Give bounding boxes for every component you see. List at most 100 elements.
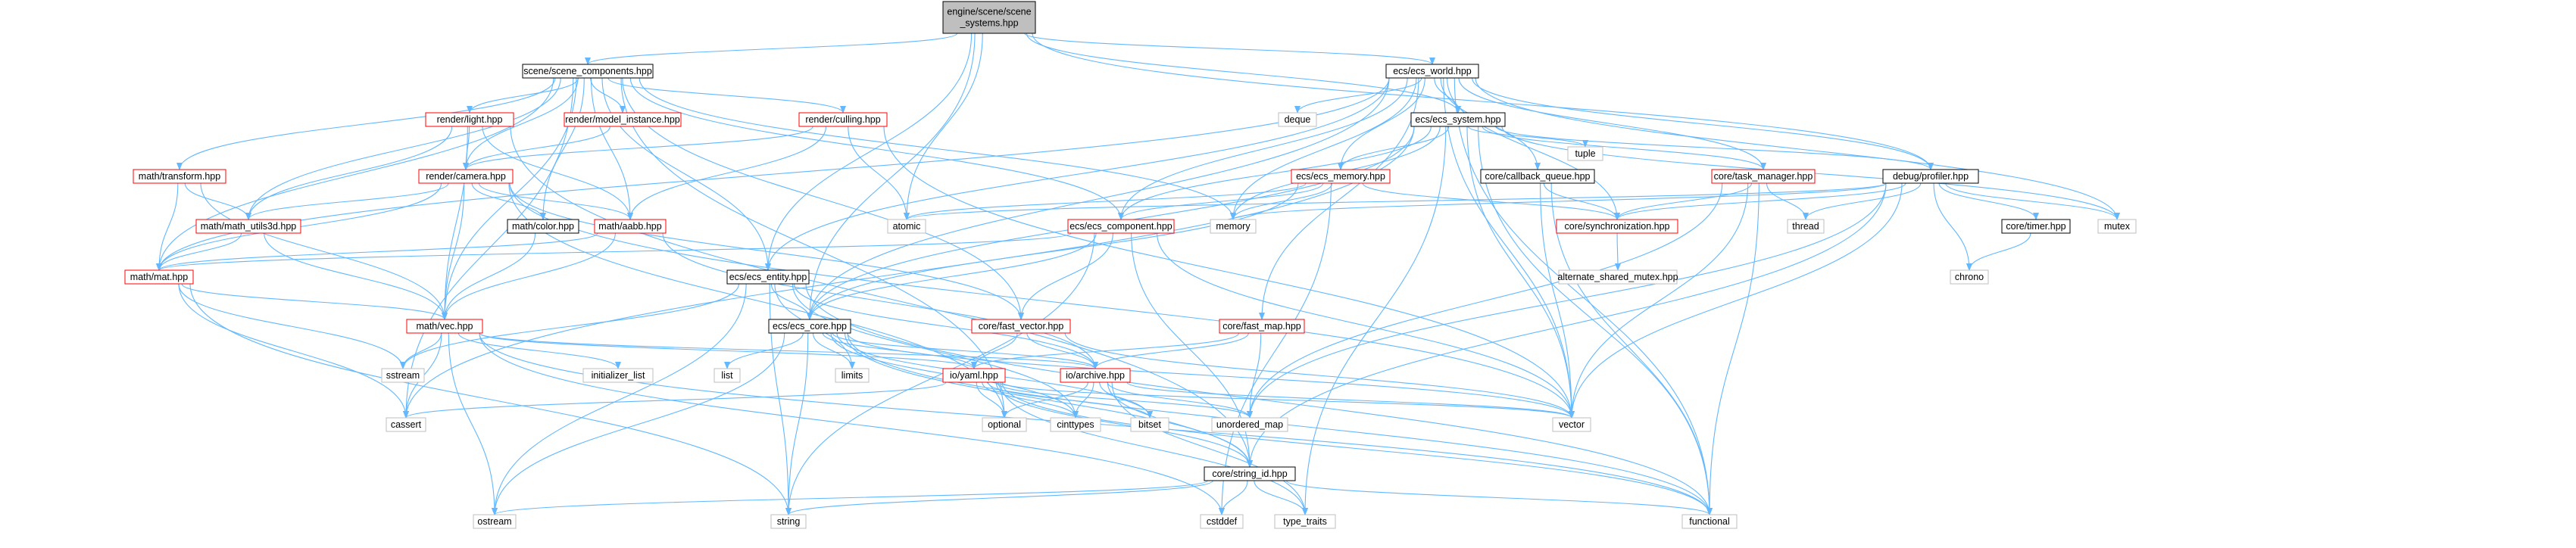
edge-task_manager-to-thread [1766,182,1809,220]
edge-ecs_world-to-profiler [1472,77,1934,170]
edge-io_yaml-to-functional [1001,381,1713,515]
edge-ecs_entity-to-ecs_core [770,283,813,320]
node-fast-vector[interactable]: core/fast_vector.hpp [971,319,1071,334]
edge-ecs_memory-to-ecs_component [1118,182,1324,220]
edge-scene_components-to-optional [620,77,1007,419]
edge-ecs_core-to-list [724,332,804,369]
node-label: ostream [477,516,511,527]
node-ecs-system[interactable]: ecs/ecs_system.hpp [1410,112,1506,127]
node-ecs-world[interactable]: ecs/ecs_world.hpp [1385,64,1479,79]
node-ecs-memory[interactable]: ecs/ecs_memory.hpp [1291,169,1391,184]
edge-scene_components-to-math_aabb [590,77,633,220]
node-box [195,219,301,234]
edge-ecs_memory-to-atomic [904,182,1307,220]
edge-core_timer-to-chrono [1966,232,2031,271]
node-atomic: atomic [887,219,926,234]
edge-render_camera-to-vector [509,182,1575,419]
node-callback-queue[interactable]: core/callback_queue.hpp [1480,169,1595,184]
node-math-transform[interactable]: math/transform.hpp [133,169,226,184]
node-io-archive[interactable]: io/archive.hpp [1060,368,1131,383]
node-label: render/culling.hpp [805,114,880,125]
node-ecs-core[interactable]: ecs/ecs_core.hpp [768,319,851,334]
edge-synchronization-to-alt_shared_mutex [1614,232,1621,271]
node-box [1291,169,1391,184]
edge-ecs_world-to-fast_map [1259,77,1419,320]
node-profiler[interactable]: debug/profiler.hpp [1882,169,1979,184]
edge-scene_components-to-model_instance [590,77,626,114]
node-box [1219,319,1305,334]
node-box [1067,219,1175,234]
node-unordered-map: unordered_map [1211,417,1288,432]
edge-ecs_system-to-functional [1478,126,1713,515]
edge-ecs_entity-to-io_archive [794,283,1098,369]
edge-math_mat-to-sstream [178,283,406,369]
node-label: cinttypes [1057,419,1094,430]
node-render-culling[interactable]: render/culling.hpp [798,112,888,127]
node-label: core/callback_queue.hpp [1485,171,1591,182]
edge-render_camera-to-math_aabb [478,182,633,220]
edge-ecs_core-to-vector [847,332,1575,419]
edge-ecs_memory-to-synchronization [1362,182,1620,220]
node-box [522,64,654,79]
node-label: chrono [1955,272,1984,282]
edge-ecs_system-to-cassert [403,126,1415,419]
edge-root-to-profiler [1032,33,1934,170]
node-box [381,368,425,383]
edge-ecs_core-to-limits [812,332,855,369]
node-box [770,514,807,529]
edge-math_color-to-math_vec [442,232,536,320]
node-layer: engine/scene/scene_systems.hpp scene/scen… [124,1,2137,529]
node-math-aabb[interactable]: math/aabb.hpp [594,219,667,234]
node-scene-components[interactable]: scene/scene_components.hpp [522,64,654,79]
edge-ecs_component-to-fast_vector [1018,232,1113,320]
edge-task_manager-to-unordered_map [1247,182,1723,419]
node-box [1210,219,1257,234]
node-synchronization[interactable]: core/synchronization.hpp [1556,219,1678,234]
edge-ecs_world-to-ecs_core [807,77,1390,320]
edge-ecs_entity-to-ostream [492,283,747,515]
edge-ecs_system-to-tuple [1467,126,1588,148]
node-label: render/model_instance.hpp [565,114,680,125]
node-math-color[interactable]: math/color.hpp [507,219,579,234]
edge-ecs_system-to-type_traits [1302,126,1447,515]
node-ecs-entity[interactable]: ecs/ecs_entity.hpp [726,269,810,285]
node-io-yaml[interactable]: io/yaml.hpp [942,368,1006,383]
node-fast-map[interactable]: core/fast_map.hpp [1219,319,1305,334]
node-box [1552,417,1591,432]
node-box [1130,417,1169,432]
node-math-utils3d[interactable]: math/math_utils3d.hpp [195,219,301,234]
node-label: atomic [893,221,921,232]
edge-root-to-ecs_world [1024,33,1435,65]
node-box [1556,219,1678,234]
edge-io_yaml-to-vector [1001,381,1575,419]
node-model-instance[interactable]: render/model_instance.hpp [564,112,682,127]
edge-render_camera-to-fast_vector [509,182,1024,320]
node-box [1558,269,1678,285]
edge-ecs_system-to-vector [1466,126,1575,419]
node-render-light[interactable]: render/light.hpp [425,112,514,127]
edge-render_light-to-math_aabb [482,126,633,220]
node-label: io/archive.hpp [1066,370,1125,381]
node-box [1681,514,1738,529]
edge-profiler-to-thread [1803,182,1922,220]
edge-scene_components-to-render_light [467,77,579,114]
node-task-manager[interactable]: core/task_manager.hpp [1711,169,1816,184]
node-ecs-component[interactable]: ecs/ecs_component.hpp [1067,219,1175,234]
node-math-vec[interactable]: math/vec.hpp [406,319,483,334]
node-label: deque [1285,114,1311,125]
node-label: math/math_utils3d.hpp [201,221,297,232]
node-box [982,417,1027,432]
node-string-id[interactable]: core/string_id.hpp [1204,466,1296,481]
node-box [124,269,194,285]
edge-ecs_world-to-ecs_entity [765,77,1390,271]
node-math-mat[interactable]: math/mat.hpp [124,269,194,285]
node-type-traits: type_traits [1274,514,1336,529]
node-root[interactable]: engine/scene/scene_systems.hpp [942,1,1036,34]
node-render-camera[interactable]: render/camera.hpp [418,169,514,184]
node-box [1787,219,1825,234]
edge-ecs_entity-to-sstream [400,283,739,369]
node-box [1480,169,1595,184]
edge-root-to-ecs_entity [765,33,973,271]
node-label: ecs/ecs_world.hpp [1393,66,1472,76]
node-core-timer[interactable]: core/timer.hpp [2001,219,2071,234]
